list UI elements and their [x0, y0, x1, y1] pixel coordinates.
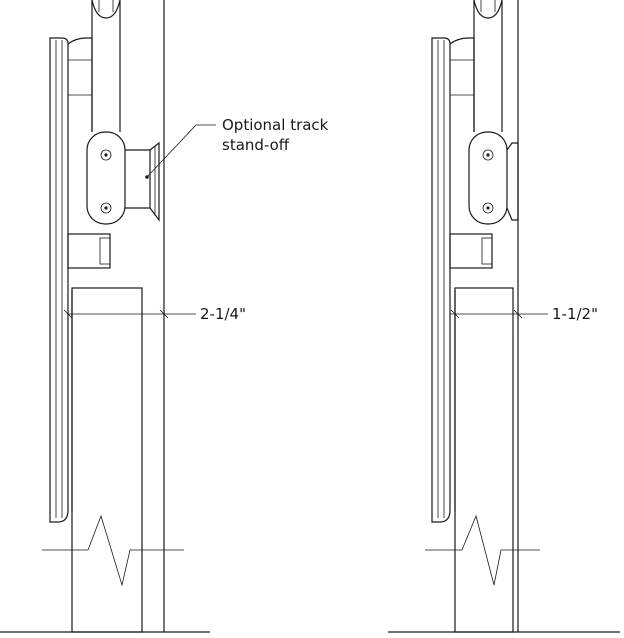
- right-detail: [388, 0, 620, 633]
- left-track-trim: [67, 37, 93, 132]
- right-break-line: [425, 514, 540, 586]
- left-bottom-block: [67, 233, 111, 269]
- right-hinge-plate: [468, 131, 508, 225]
- right-screw-top: [482, 149, 494, 161]
- left-standoff-body: [125, 149, 151, 209]
- left-stud: [71, 287, 143, 633]
- left-door-panel: [49, 37, 69, 523]
- left-standoff-flange: [149, 141, 160, 222]
- left-screw-bottom: [100, 202, 112, 214]
- right-stud: [454, 287, 514, 633]
- dimension-label-left: 2-1/4": [200, 305, 246, 323]
- left-break-line: [42, 514, 184, 587]
- right-track-trim: [449, 37, 475, 132]
- annotation-label-line1: Optional track: [222, 116, 329, 134]
- right-door-panel: [431, 37, 451, 523]
- left-leader-line: [146, 124, 216, 178]
- left-detail: [0, 0, 216, 633]
- right-bottom-block: [449, 233, 493, 269]
- right-screw-bottom: [482, 202, 494, 214]
- left-hinge-plate: [86, 131, 126, 225]
- right-bracket-flange: [506, 142, 519, 221]
- right-vertical-track: [473, 0, 503, 132]
- left-vertical-track: [91, 0, 121, 132]
- dimension-label-right: 1-1/2": [552, 305, 598, 323]
- left-screw-top: [100, 149, 112, 161]
- annotation-label-line2: stand-off: [222, 136, 290, 154]
